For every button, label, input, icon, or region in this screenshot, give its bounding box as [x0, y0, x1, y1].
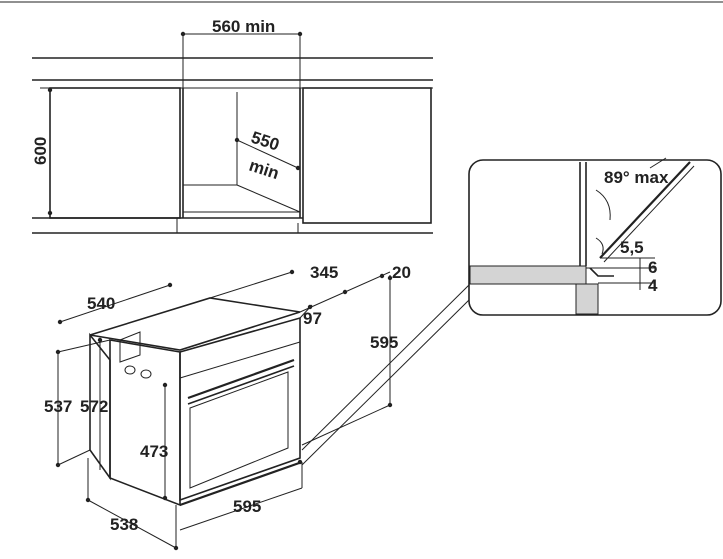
- label-cabinet-depth-value: 550: [249, 128, 282, 155]
- dim-dot: [97, 337, 103, 343]
- dim-dot: [379, 273, 385, 279]
- dim-ext-595-right: [301, 404, 391, 446]
- dim-dot: [387, 275, 393, 281]
- dim-dot: [289, 269, 295, 275]
- label-cabinet-width-min: 560 min: [212, 17, 275, 36]
- label-oven-side-depth: 538: [110, 515, 138, 534]
- dim-dot: [180, 31, 186, 37]
- dim-line-538: [87, 499, 177, 549]
- label-oven-height-right: 595: [370, 333, 398, 352]
- label-oven-height-left: 537: [44, 397, 72, 416]
- detail-wall-horizontal: [469, 265, 587, 285]
- oven-handle-underside: [187, 365, 295, 405]
- detail-frame: [468, 159, 722, 316]
- callout-leader-upper: [301, 284, 470, 451]
- detail-hinge-arc: [595, 189, 611, 221]
- label-oven-body-height: 572: [80, 397, 108, 416]
- dim-dot: [342, 289, 348, 295]
- oven-knob: [124, 365, 136, 375]
- oven-door-window: [189, 371, 289, 489]
- detail-door-open: [599, 161, 691, 259]
- detail-wall-vertical: [575, 283, 599, 315]
- right-cabinet: [302, 87, 432, 224]
- dim-dot: [167, 282, 173, 288]
- dim-line-345: [209, 271, 293, 299]
- dim-dot: [47, 87, 53, 93]
- detail-door-bottom: [589, 267, 614, 277]
- callout-leader-lower: [301, 299, 470, 466]
- label-gap-4: 4: [648, 276, 658, 295]
- detail-door-open-inner: [603, 165, 695, 263]
- left-cabinet: [49, 87, 181, 219]
- dim-dot: [307, 304, 313, 310]
- dim-dot: [234, 137, 240, 143]
- oven-control-line: [179, 341, 301, 379]
- dim-ext-537-top: [57, 339, 111, 353]
- dim-dot: [295, 165, 301, 171]
- oven-handle: [187, 358, 295, 400]
- dim-dot: [297, 31, 303, 37]
- label-door-angle: 89° max: [604, 168, 669, 187]
- dim-line-550: [236, 139, 299, 169]
- label-gap-6: 6: [648, 258, 657, 277]
- label-oven-width: 595: [233, 497, 261, 516]
- label-cabinet-height: 600: [31, 137, 50, 165]
- dim-line-540: [59, 284, 171, 323]
- detail-hinge-arc-small: [595, 237, 604, 255]
- label-oven-offset-20: 20: [392, 263, 411, 282]
- dim-dot: [297, 459, 303, 465]
- label-cabinet-depth-suffix: min: [247, 156, 282, 183]
- oven-body-side: [109, 339, 181, 507]
- label-oven-offset-97: 97: [303, 309, 322, 328]
- oven-drawing: [55, 269, 393, 551]
- label-oven-door-height: 473: [140, 442, 168, 461]
- oven-rear-block: [119, 331, 141, 363]
- dim-dot: [162, 495, 168, 501]
- dim-dot: [47, 210, 53, 216]
- door-gap-detail: [468, 157, 722, 316]
- dim-dot: [162, 382, 168, 388]
- label-gap-5-5: 5,5: [620, 238, 644, 257]
- label-oven-depth-top: 345: [310, 263, 338, 282]
- dim-line-595-width: [179, 487, 303, 531]
- cabinet-niche-drawing: [32, 31, 433, 234]
- oven-knob: [140, 369, 152, 379]
- oven-bottom-trim: [179, 460, 303, 507]
- detail-angle-leader: [649, 157, 667, 169]
- niche-floor-diagonal: [236, 184, 301, 213]
- label-oven-depth-total: 540: [87, 294, 115, 313]
- dim-ext-537-bottom: [57, 449, 91, 466]
- dim-dot: [57, 319, 63, 325]
- oven-front-panel: [179, 316, 301, 502]
